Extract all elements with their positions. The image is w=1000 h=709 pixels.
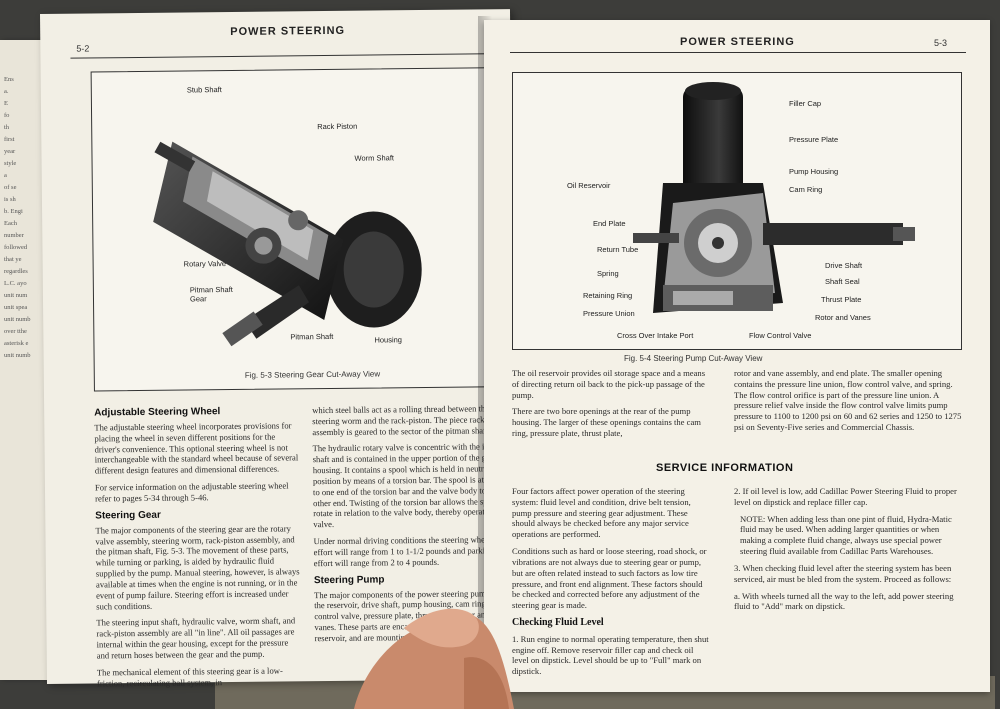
back-page-line: of se xyxy=(4,184,17,191)
back-page-line: Each xyxy=(4,220,17,227)
right-column-2-bottom: 2. If oil level is low, add Cadillac Pow… xyxy=(734,486,962,618)
paragraph: 3. When checking fluid level after the s… xyxy=(734,562,952,584)
callout-rotary-valve: Rotary Valve xyxy=(183,259,227,269)
callout-pitman-shaft: Pitman Shaft xyxy=(290,331,334,342)
callout-stub-shaft: Stub Shaft xyxy=(186,85,222,95)
back-page-line: unit spea xyxy=(4,304,28,311)
back-page-line: E xyxy=(4,100,8,107)
callout-rack-piston: Rack Piston xyxy=(317,121,358,132)
callout-shaft-seal: Shaft Seal xyxy=(825,277,860,286)
right-column-1-top: The oil reservoir provides oil storage s… xyxy=(512,368,712,445)
callout-end-plate: End Plate xyxy=(593,219,626,228)
callout-filler-cap: Filler Cap xyxy=(789,99,822,108)
note-paragraph: NOTE: When adding less than one pint of … xyxy=(740,513,952,557)
back-page-line: a xyxy=(4,172,7,179)
heading-steering-gear: Steering Gear xyxy=(95,509,161,522)
callout-flow-control-valve: Flow Control Valve xyxy=(749,331,812,340)
header-rule-left xyxy=(70,53,501,59)
callout-housing: Housing xyxy=(374,335,403,345)
figure-steering-gear: Stub Shaft Rack Piston Worm Shaft Rotary… xyxy=(90,67,506,392)
back-page-line: unit numb xyxy=(4,316,31,323)
paragraph: There are two bore openings at the rear … xyxy=(512,406,701,439)
back-page-line: asterisk e xyxy=(4,340,29,347)
paragraph: Conditions such as hard or loose steerin… xyxy=(512,546,707,611)
heading-checking-fluid-level: Checking Fluid Level xyxy=(512,617,604,629)
back-page-line: number xyxy=(4,232,24,239)
right-column-1-bottom: Four factors affect power operation of t… xyxy=(512,486,712,683)
back-page-line: unit num xyxy=(4,292,28,299)
back-page-line: first xyxy=(4,136,15,143)
figure-caption-left: Fig. 5-3 Steering Gear Cut-Away View xyxy=(244,369,381,380)
back-page-line: regardles xyxy=(4,268,28,275)
callout-cam-ring: Cam Ring xyxy=(789,185,823,194)
back-page-line: fo xyxy=(4,112,10,119)
heading-service-information: SERVICE INFORMATION xyxy=(656,462,794,474)
paragraph: Four factors affect power operation of t… xyxy=(512,486,691,540)
back-page-line: over tthe xyxy=(4,328,27,335)
back-page-line: th xyxy=(4,124,10,131)
left-page: 5-2 POWER STEERING Stub Sh xyxy=(40,9,517,688)
callout-pump-housing: Pump Housing xyxy=(789,167,839,176)
back-page-line: L.C. ayo xyxy=(4,280,27,287)
reservoir-shape xyxy=(683,87,743,197)
callout-oil-reservoir: Oil Reservoir xyxy=(567,181,611,190)
page-number-right: 5-3 xyxy=(934,38,948,48)
right-page: POWER STEERING 5-3 xyxy=(484,20,990,692)
paragraph: The steering input shaft, hydraulic valv… xyxy=(96,615,296,661)
back-page-line: Ens xyxy=(4,76,14,83)
right-column-2-top: rotor and vane assembly, and end plate. … xyxy=(734,368,962,439)
callout-thrust-plate: Thrust Plate xyxy=(821,295,862,304)
callout-retaining-ring: Retaining Ring xyxy=(583,291,633,300)
callout-crossover-intake: Cross Over Intake Port xyxy=(617,331,694,340)
figure-steering-pump: Filler Cap Pressure Plate Pump Housing C… xyxy=(512,72,962,350)
paragraph: The mechanical element of this steering … xyxy=(96,665,283,689)
back-page-line: style xyxy=(4,160,17,167)
heading-adjustable-wheel: Adjustable Steering Wheel xyxy=(94,406,221,419)
back-page-line: year xyxy=(4,148,16,155)
paragraph: 2. If oil level is low, add Cadillac Pow… xyxy=(734,486,957,507)
paragraph: 1. Run engine to normal operating temper… xyxy=(512,633,709,677)
header-rule-right xyxy=(510,52,966,53)
callout-pressure-plate: Pressure Plate xyxy=(789,135,839,144)
paragraph: The major components of the steering gea… xyxy=(95,523,300,612)
page-header-left: POWER STEERING xyxy=(230,24,346,39)
page-header-right: POWER STEERING xyxy=(680,36,795,48)
callout-worm-shaft: Worm Shaft xyxy=(354,153,395,163)
left-column-1: Adjustable Steering Wheel The adjustable… xyxy=(94,405,302,695)
steering-gear-illustration xyxy=(153,141,422,347)
callout-drive-shaft: Drive Shaft xyxy=(825,261,863,270)
back-page-line: b. Engi xyxy=(4,208,23,215)
back-page-line: unit numb xyxy=(4,352,31,359)
paragraph: a. With wheels turned all the way to the… xyxy=(734,590,954,612)
hand-thumb xyxy=(354,608,514,709)
page-number-left: 5-2 xyxy=(76,43,90,54)
callout-rotor-vanes: Rotor and Vanes xyxy=(815,313,871,322)
paragraph: The adjustable steering wheel incorporat… xyxy=(94,420,299,476)
paragraph: The oil reservoir provides oil storage s… xyxy=(512,368,706,400)
callout-return-tube: Return Tube xyxy=(597,245,639,254)
paragraph: rotor and vane assembly, and end plate. … xyxy=(734,368,962,433)
figure-caption-right: Fig. 5-4 Steering Pump Cut-Away View xyxy=(624,354,763,363)
callout-spring: Spring xyxy=(597,269,619,278)
back-page-line: is sh xyxy=(4,196,16,203)
callout-pressure-union: Pressure Union xyxy=(583,309,635,318)
back-page-line: followed xyxy=(4,244,28,251)
callout-pitman-shaft-gear: Pitman Shaft Gear xyxy=(189,284,233,304)
back-page-line: a. xyxy=(4,88,9,95)
steering-pump-illustration xyxy=(633,82,915,313)
back-page-line: that ye xyxy=(4,256,22,263)
paragraph: For service information on the adjustabl… xyxy=(94,480,289,504)
